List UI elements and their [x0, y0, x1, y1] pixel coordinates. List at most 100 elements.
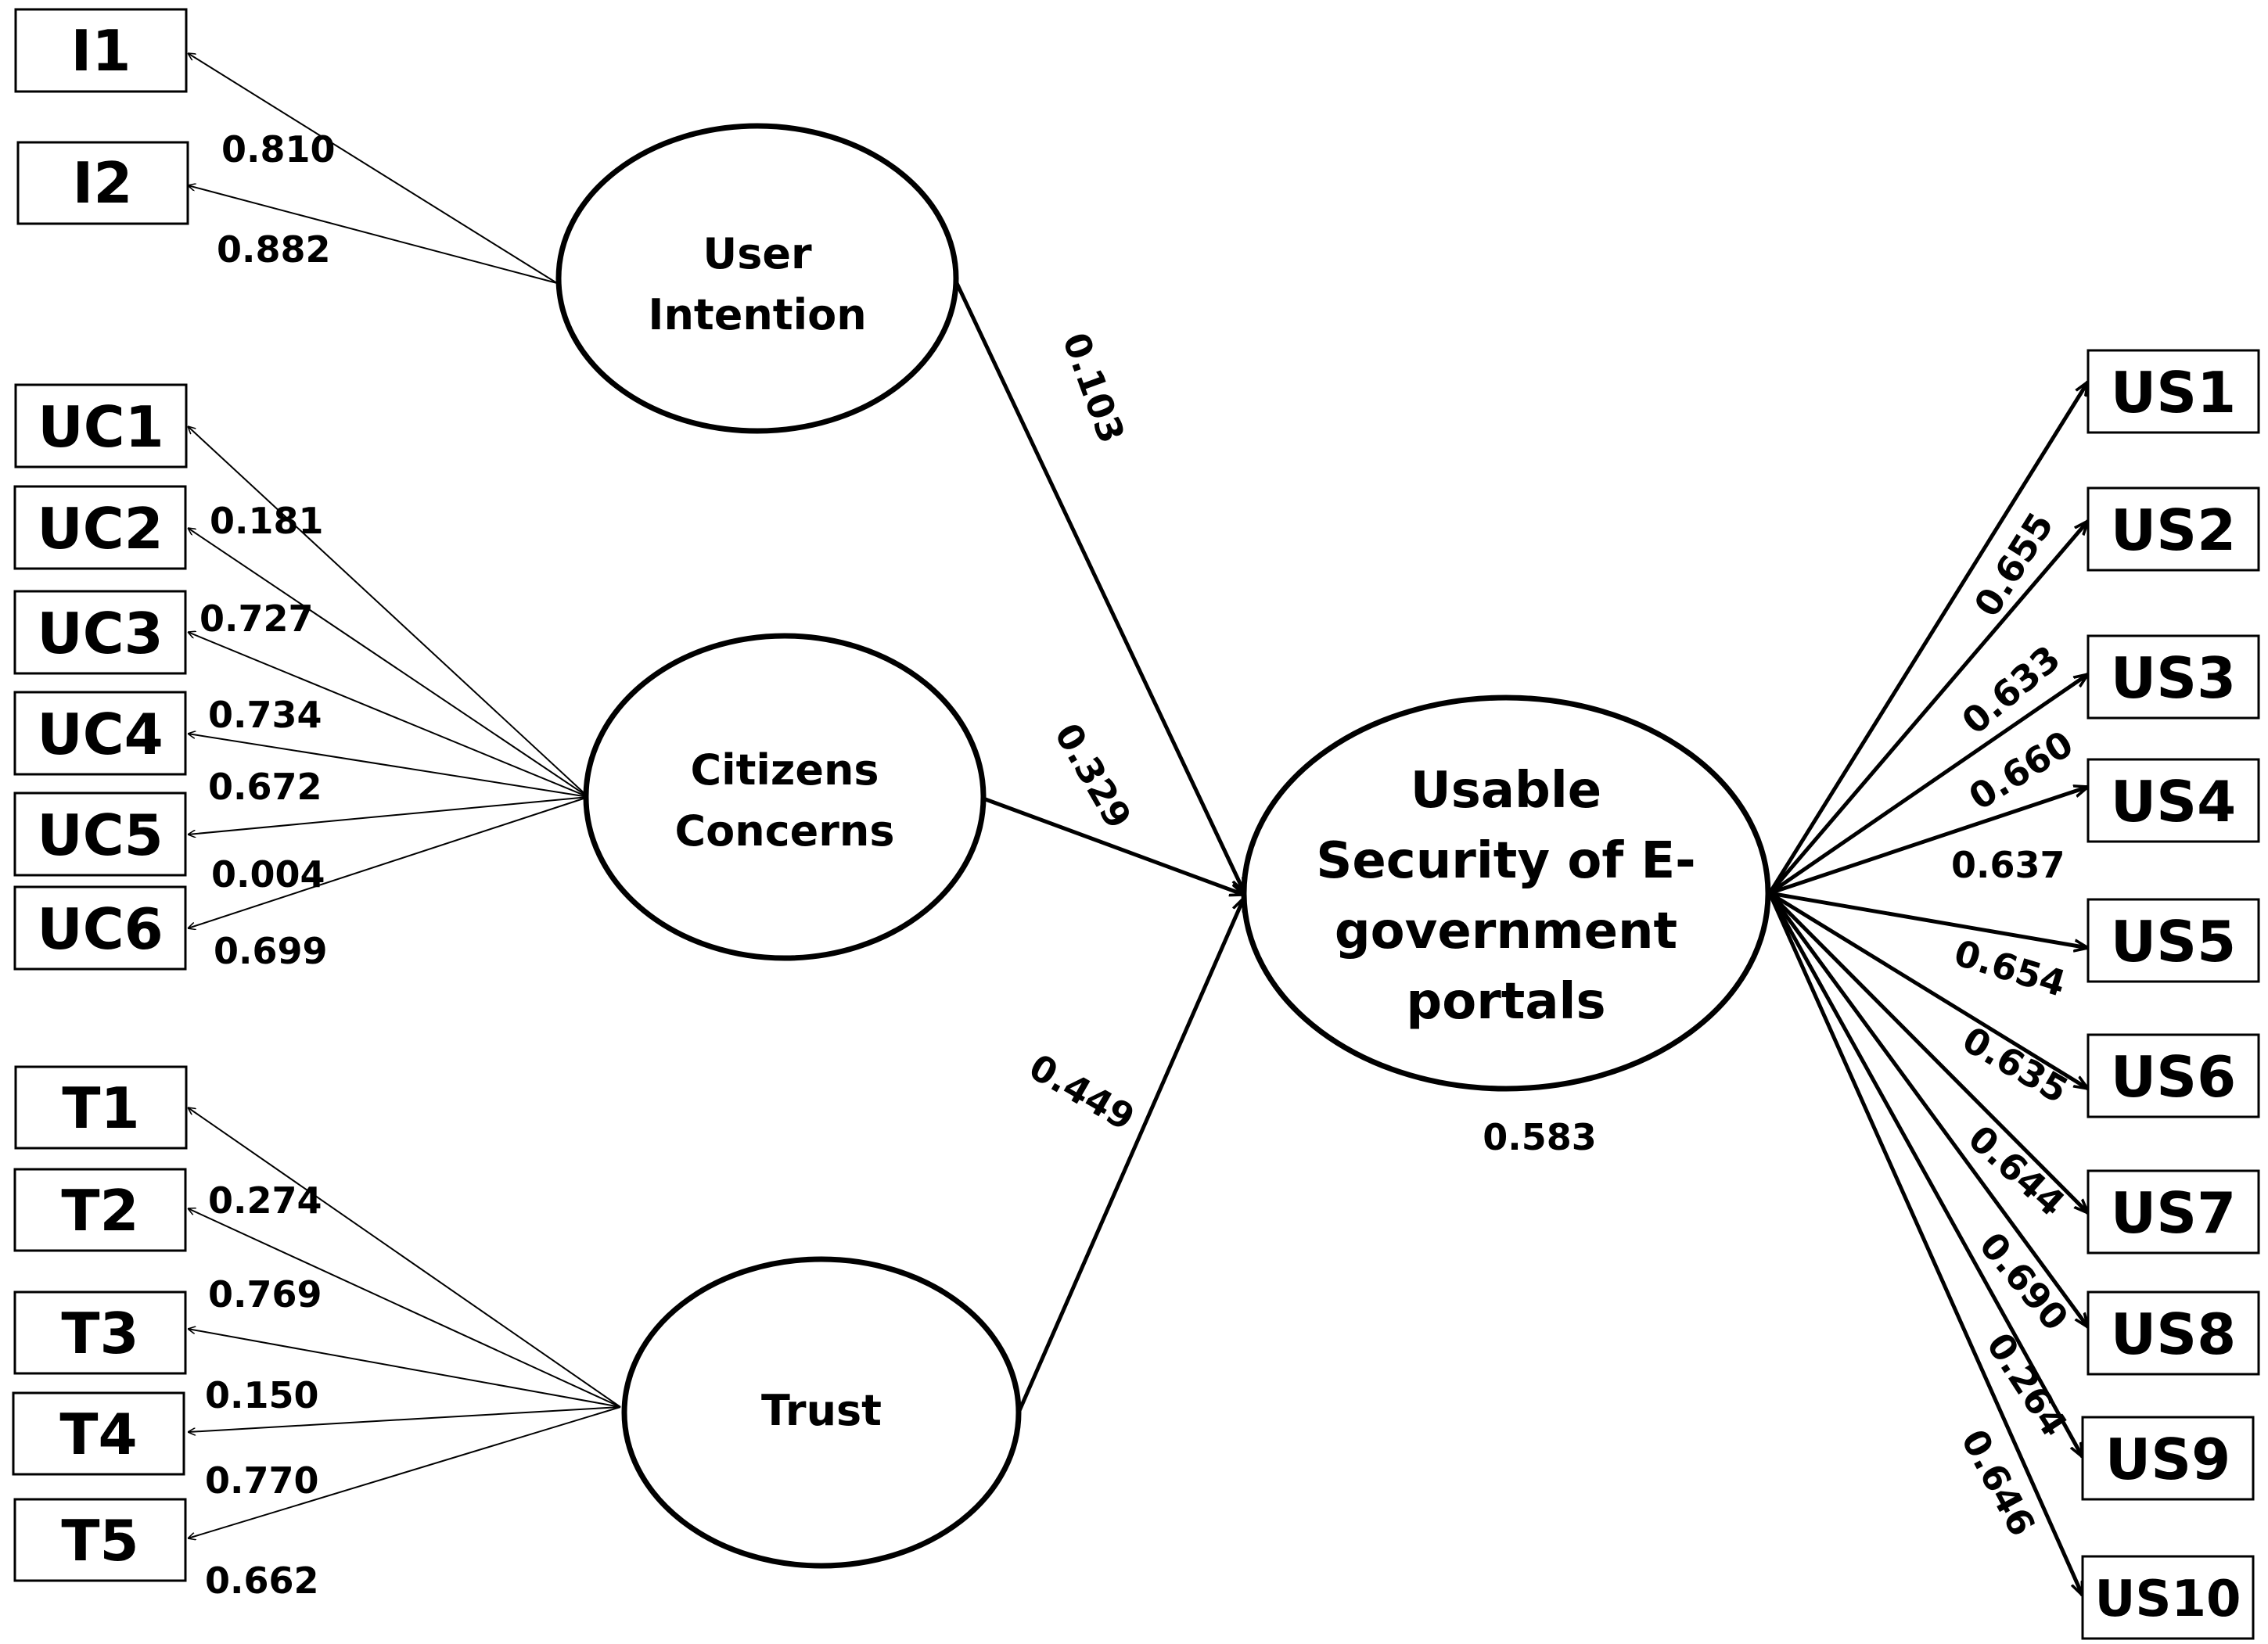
indicator-box-us9	[2081, 1416, 2255, 1501]
indicator-label-t1: T1	[62, 1075, 139, 1141]
usable-security-block: Usable Security of E- government portals…	[1241, 349, 2260, 1640]
indicator-box-us8	[2086, 1290, 2260, 1376]
loading-value-t4: 0.770	[205, 1459, 319, 1502]
loading-arrow-i2	[188, 185, 558, 284]
indicator-box-uc1	[14, 383, 188, 468]
latent-label-user-intention-line1: User	[703, 229, 812, 278]
loading-value-t5: 0.662	[205, 1560, 319, 1602]
loading-arrow-us3	[1768, 674, 2088, 896]
loading-arrow-t2	[188, 1208, 621, 1408]
loading-value-t1: 0.274	[208, 1179, 322, 1222]
indicator-label-us2: US2	[2111, 497, 2236, 563]
loading-value-us10: 0.646	[1953, 1423, 2043, 1543]
loading-value-uc4: 0.672	[208, 766, 322, 808]
indicator-label-us5: US5	[2111, 909, 2236, 975]
loading-arrow-t4	[188, 1406, 621, 1432]
latent-label-citizens-concerns-line1: Citizens	[690, 745, 879, 795]
indicator-box-i1	[14, 8, 188, 93]
r-squared-value: 0.583	[1483, 1116, 1597, 1158]
indicator-box-us5	[2086, 898, 2260, 983]
indicator-box-uc6	[13, 885, 187, 971]
latent-label-trust: Trust	[761, 1386, 882, 1435]
loading-value-uc1: 0.181	[210, 500, 324, 542]
indicator-label-i2: I2	[73, 150, 133, 216]
indicator-label-t3: T3	[61, 1301, 138, 1366]
citizens-concerns-block: UC1 UC2 UC3 UC4 UC5 UC6 0.181 0.727 0.73…	[13, 383, 987, 972]
loading-arrow-t1	[188, 1107, 621, 1408]
loading-value-uc6: 0.699	[214, 930, 328, 972]
indicator-label-t4: T4	[59, 1402, 137, 1467]
loading-arrow-uc2	[188, 528, 589, 798]
structural-paths: 0.103 0.329 0.449	[954, 280, 1246, 1414]
loading-arrow-us5	[1769, 891, 2088, 948]
indicator-label-t2: T2	[61, 1178, 138, 1244]
indicator-label-us10: US10	[2094, 1570, 2241, 1628]
indicator-label-us8: US8	[2111, 1301, 2236, 1367]
indicator-box-us2	[2086, 486, 2260, 572]
loading-arrow-us4	[1769, 787, 2088, 896]
trust-block: T1 T2 T3 T4 T5 0.274 0.769 0.150 0.770 0…	[12, 1065, 1022, 1602]
loading-arrow-uc3	[188, 632, 589, 798]
loading-arrow-i1	[188, 53, 558, 284]
loading-value-t3: 0.150	[205, 1374, 319, 1416]
indicator-box-us4	[2086, 758, 2260, 843]
loading-arrow-us10	[1767, 892, 2085, 1596]
loading-arrow-us9	[1767, 892, 2083, 1457]
indicator-label-t5: T5	[61, 1508, 138, 1574]
indicator-label-uc4: UC4	[37, 702, 163, 767]
indicator-box-t2	[13, 1168, 187, 1252]
indicator-label-i1: I1	[71, 18, 131, 84]
indicator-box-t1	[14, 1065, 188, 1150]
latent-label-usable-security-line4: portals	[1406, 973, 1605, 1031]
loading-value-uc5: 0.004	[211, 853, 325, 896]
loading-arrow-us6	[1768, 891, 2088, 1089]
indicator-box-uc5	[13, 791, 187, 877]
loading-arrow-t3	[188, 1329, 621, 1408]
indicator-box-uc3	[13, 590, 187, 675]
loading-arrow-uc4	[188, 734, 589, 798]
path-value-trust: 0.449	[1023, 1046, 1142, 1140]
user-intention-block: I1 I2 0.810 0.882 User Intention	[14, 8, 959, 434]
loading-arrow-us1	[1767, 382, 2088, 895]
indicator-label-uc5: UC5	[37, 802, 163, 868]
path-arrow-trust	[1016, 898, 1246, 1414]
indicator-label-us7: US7	[2111, 1180, 2236, 1246]
indicator-box-t5	[13, 1498, 187, 1582]
indicator-box-us10	[2081, 1555, 2255, 1640]
indicator-box-uc4	[13, 691, 187, 776]
loading-value-uc2: 0.727	[199, 598, 314, 640]
indicator-label-us3: US3	[2111, 645, 2236, 711]
indicator-label-uc1: UC1	[38, 394, 164, 460]
latent-usable-security	[1241, 695, 1771, 1092]
indicator-box-i2	[16, 141, 189, 225]
loading-value-i2: 0.882	[217, 228, 331, 271]
latent-label-usable-security-line3: government	[1335, 903, 1677, 960]
latent-label-citizens-concerns-line2: Concerns	[674, 806, 894, 856]
path-arrow-user-intention	[954, 280, 1246, 892]
path-value-user-intention: 0.103	[1055, 327, 1134, 448]
indicator-label-uc3: UC3	[37, 601, 163, 666]
latent-citizens-concerns	[583, 633, 987, 961]
indicator-box-t3	[13, 1290, 187, 1375]
indicator-box-us6	[2086, 1033, 2260, 1118]
latent-label-usable-security-line1: Usable	[1411, 762, 1601, 820]
loading-value-i1: 0.810	[221, 128, 336, 171]
indicator-label-uc6: UC6	[37, 896, 163, 962]
indicator-box-t4	[12, 1391, 185, 1476]
loading-arrow-us8	[1767, 892, 2088, 1327]
path-arrow-citizens-concerns	[983, 796, 1244, 897]
loading-arrow-t5	[188, 1406, 621, 1538]
indicator-label-us4: US4	[2111, 769, 2236, 835]
loading-arrow-uc1	[188, 426, 589, 798]
indicator-label-us1: US1	[2111, 360, 2236, 425]
indicator-label-us9: US9	[2105, 1427, 2230, 1492]
loading-value-us4: 0.637	[1951, 844, 2065, 886]
indicator-label-uc2: UC2	[37, 496, 163, 562]
path-value-citizens-concerns: 0.329	[1046, 716, 1140, 836]
indicator-box-us3	[2086, 634, 2260, 720]
indicator-box-us7	[2086, 1169, 2260, 1255]
latent-user-intention	[555, 123, 959, 434]
loading-value-uc3: 0.734	[208, 694, 322, 736]
loading-value-t2: 0.769	[208, 1273, 322, 1316]
